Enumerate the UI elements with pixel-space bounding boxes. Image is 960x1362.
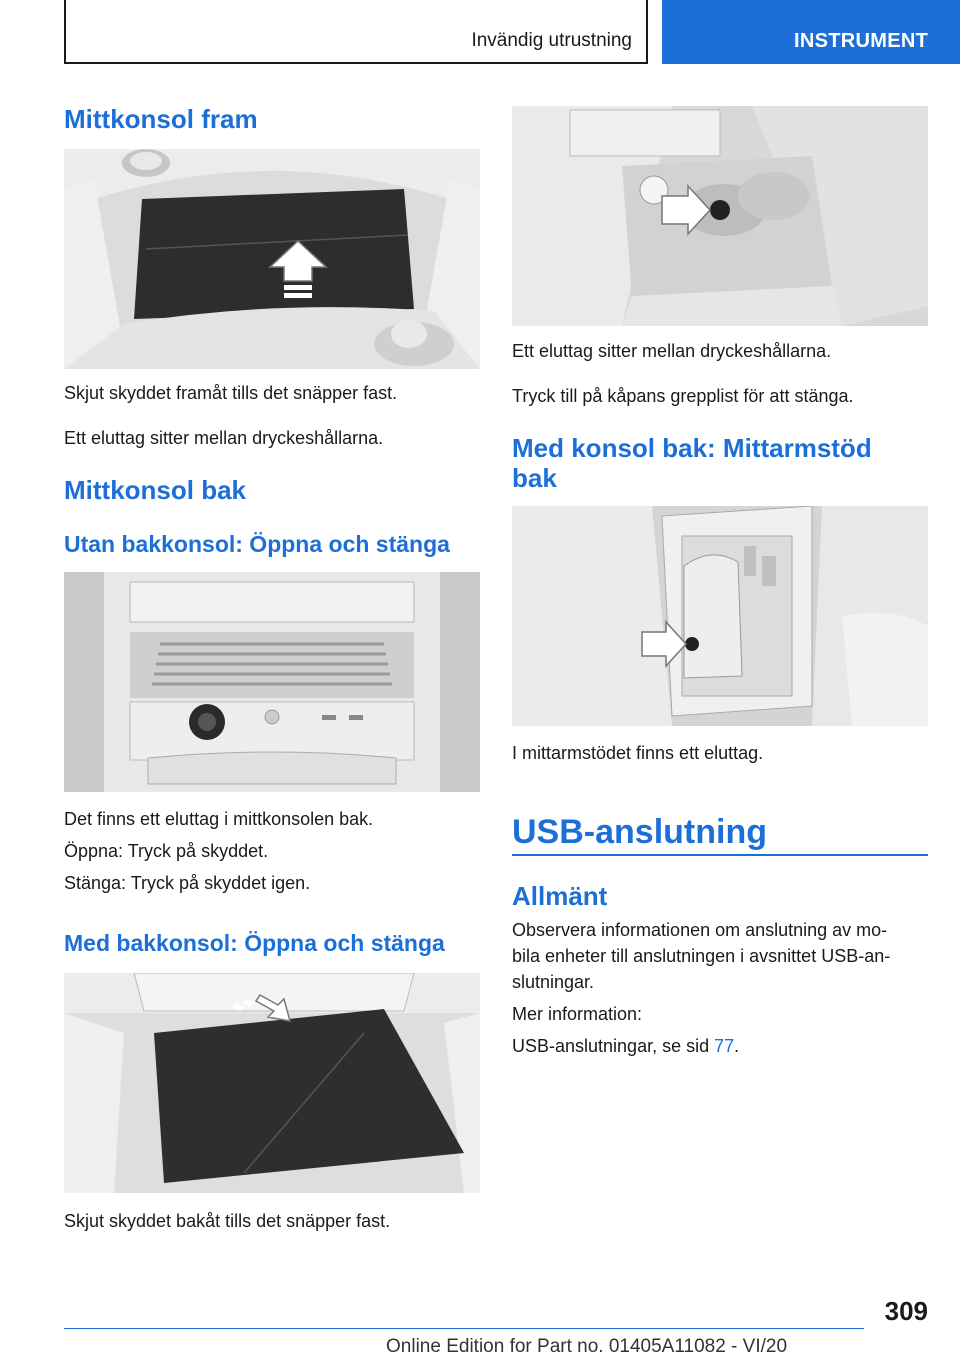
reference-suffix: . <box>734 1036 740 1056</box>
heading-usb-connection: USB-anslutning <box>512 813 767 851</box>
arrow-icon <box>641 620 688 668</box>
paragraph-more-info: Mer information: <box>512 1004 643 1024</box>
heading-general: Allmänt <box>512 881 608 911</box>
header-chapter-label: INSTRUMENT <box>794 30 929 52</box>
paragraph-without-3: Stänga: Tryck på skyddet igen. <box>64 873 311 893</box>
arrow-icon <box>232 994 292 1022</box>
image-rear-console-open <box>64 572 480 792</box>
paragraph-top-2: Tryck till på kåpans grepplist för att s… <box>512 386 854 406</box>
footer-edition: Online Edition for Part no. 01405A11082 … <box>386 1336 788 1357</box>
arrow-icon <box>661 184 712 236</box>
arrow-icon <box>268 239 328 298</box>
paragraph-without-1: Det finns ett eluttag i mittkonsolen bak… <box>64 809 374 829</box>
image-armrest <box>512 506 928 726</box>
heading-without-rear-console: Utan bakkonsol: Öppna och stänga <box>64 531 450 557</box>
heading-front-console: Mittkonsol fram <box>64 104 258 134</box>
heading-rule <box>512 854 928 856</box>
page-reference-link[interactable]: 77 <box>714 1036 735 1056</box>
paragraph-general-2: bila enheter till anslutningen i avsnitt… <box>512 946 891 966</box>
heading-with-rear-console: Med bakkonsol: Öppna och stänga <box>64 930 445 956</box>
header-section-title: Invändig utrustning <box>471 30 632 51</box>
paragraph-front-1: Skjut skyddet framåt tills det snäpper f… <box>64 383 398 403</box>
image-rear-console-cover <box>64 973 480 1193</box>
paragraph-armrest: I mittarmstödet finns ett eluttag. <box>512 743 764 763</box>
heading-armrest-line2: bak <box>512 463 557 493</box>
paragraph-without-2: Öppna: Tryck på skyddet. <box>64 841 269 861</box>
paragraph-with-1: Skjut skyddet bakåt tills det snäpper fa… <box>64 1211 391 1231</box>
image-front-cupholders <box>512 106 928 326</box>
page-number: 309 <box>884 1296 928 1326</box>
header-chapter-tab[interactable]: INSTRUMENT <box>662 0 960 64</box>
paragraph-front-2: Ett eluttag sitter mellan dryckeshållarn… <box>64 428 384 448</box>
paragraph-general-1: Observera informationen om anslutning av… <box>512 920 888 940</box>
header-frame: Invändig utrustning <box>64 0 648 64</box>
heading-rear-console: Mittkonsol bak <box>64 475 247 505</box>
heading-armrest-line1: Med konsol bak: Mittarmstöd <box>512 433 872 463</box>
footer-rule <box>64 1328 864 1329</box>
paragraph-general-3: slutningar. <box>512 972 595 992</box>
paragraph-reference: USB-anslutningar, se sid 77. <box>512 1033 739 1059</box>
paragraph-top-1: Ett eluttag sitter mellan dryckeshållarn… <box>512 341 832 361</box>
reference-text: USB-anslutningar, se sid <box>512 1036 715 1056</box>
image-front-console <box>64 149 480 369</box>
